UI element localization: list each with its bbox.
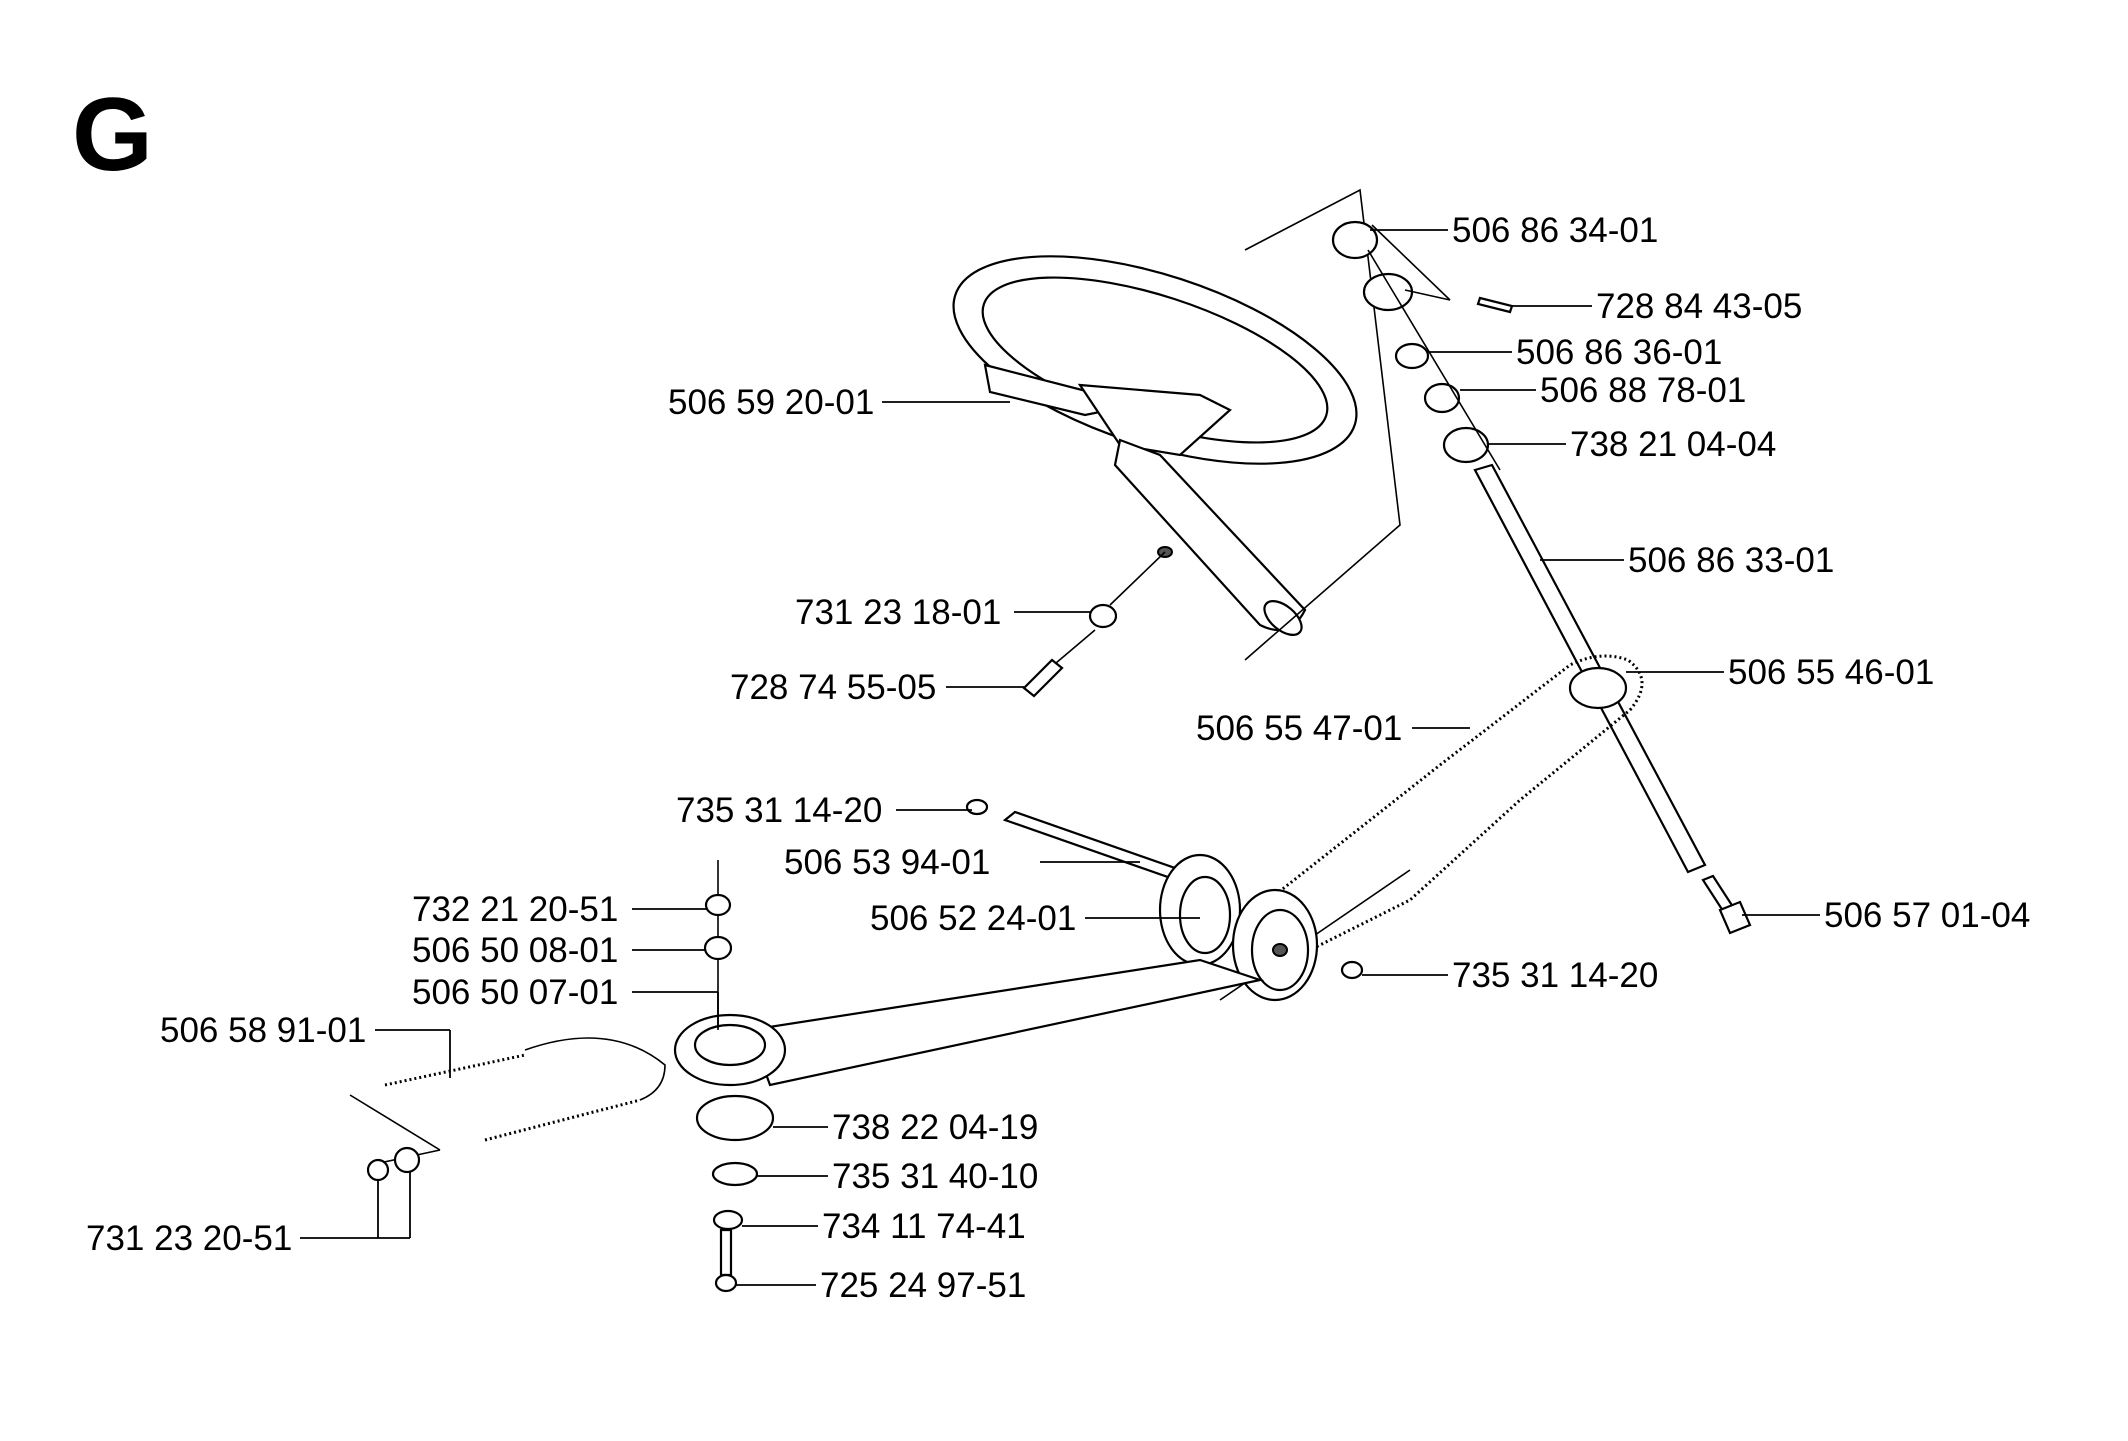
part-label-506-58-91-01: 506 58 91-01 (160, 1011, 366, 1050)
steering-wheel-drawing (952, 255, 1358, 636)
part-label-506-53-94-01: 506 53 94-01 (784, 843, 990, 882)
part-label-506-57-01-04: 506 57 01-04 (1824, 896, 2030, 935)
steering-column-stack-drawing (1331, 220, 1752, 935)
part-label-735-31-14-20-a: 735 31 14-20 (676, 791, 882, 830)
part-label-738-21-04-04: 738 21 04-04 (1570, 425, 1776, 464)
part-label-506-86-36-01: 506 86 36-01 (1516, 333, 1722, 372)
part-label-506-86-33-01: 506 86 33-01 (1628, 541, 1834, 580)
steering-wheel-bracket-lines (1244, 188, 1401, 661)
part-label-506-55-47-01: 506 55 47-01 (1196, 709, 1402, 748)
part-label-732-21-20-51: 732 21 20-51 (412, 890, 618, 929)
part-labels: 506 86 34-01 728 84 43-05 506 86 36-01 5… (86, 211, 2030, 1305)
part-label-506-55-46-01: 506 55 46-01 (1728, 653, 1934, 692)
pulley-axle-drawing (965, 798, 1364, 1002)
tie-rod-drawing (349, 1037, 666, 1182)
section-letter: G (72, 77, 153, 193)
part-label-728-84-43-05: 728 84 43-05 (1596, 287, 1802, 326)
part-label-506-50-08-01: 506 50 08-01 (412, 931, 618, 970)
part-label-738-22-04-19: 738 22 04-19 (832, 1108, 1038, 1147)
part-label-728-74-55-05: 728 74 55-05 (730, 668, 936, 707)
part-label-506-52-24-01: 506 52 24-01 (870, 899, 1076, 938)
shaft-nut-screw-drawing (1022, 551, 1166, 698)
part-label-735-31-40-10: 735 31 40-10 (832, 1157, 1038, 1196)
part-label-725-24-97-51: 725 24 97-51 (820, 1266, 1026, 1305)
part-label-735-31-14-20-b: 735 31 14-20 (1452, 956, 1658, 995)
part-label-506-59-20-01: 506 59 20-01 (668, 383, 874, 422)
part-label-734-11-74-41: 734 11 74-41 (822, 1207, 1026, 1246)
leader-lines (300, 229, 1820, 1286)
part-label-506-50-07-01: 506 50 07-01 (412, 973, 618, 1012)
part-label-506-86-34-01: 506 86 34-01 (1452, 211, 1658, 250)
part-label-506-88-78-01: 506 88 78-01 (1540, 371, 1746, 410)
part-label-731-23-20-51: 731 23 20-51 (86, 1219, 292, 1258)
part-label-731-23-18-01: 731 23 18-01 (795, 593, 1001, 632)
